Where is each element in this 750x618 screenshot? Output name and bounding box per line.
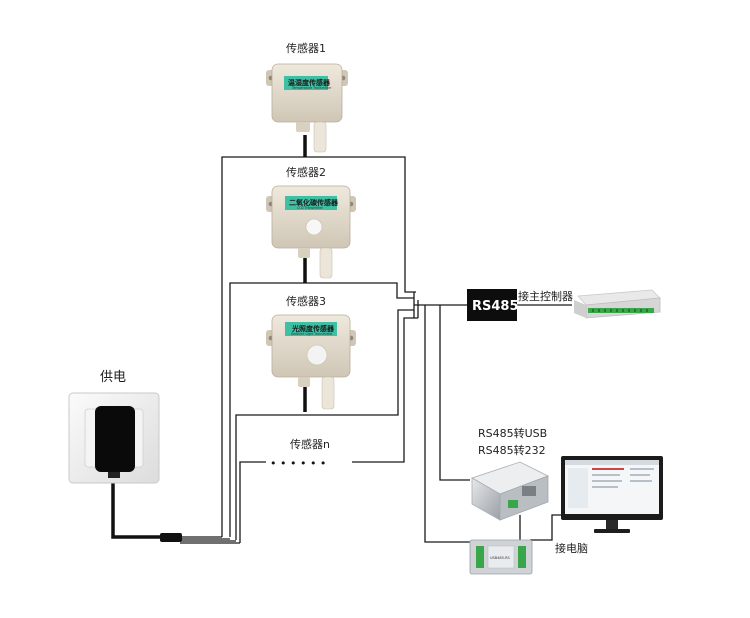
sensor-3-label: 传感器3 bbox=[286, 295, 326, 308]
light-dome-icon bbox=[306, 344, 328, 366]
rs485-bus: RS485 bbox=[467, 289, 519, 321]
sensor-1-tag bbox=[284, 76, 328, 90]
ellipsis: • • • • • • bbox=[270, 457, 326, 470]
rs485-box bbox=[467, 289, 517, 321]
svg-text:Ambient Light Transmitter: Ambient Light Transmitter bbox=[291, 332, 333, 336]
sensor-n-label: 传感器n bbox=[290, 438, 330, 451]
svg-text:USB485-RS: USB485-RS bbox=[490, 556, 511, 560]
sensor-1-label: 传感器1 bbox=[286, 42, 326, 55]
sensor-1: 传感器1 温湿度传感器 Temperature Transmitter bbox=[266, 42, 348, 153]
sensor-2-tag-text: 二氧化碳传感器 bbox=[289, 198, 339, 207]
power-supply: 供电 bbox=[68, 370, 160, 484]
power-label: 供电 bbox=[100, 370, 126, 385]
sensor-2-tag bbox=[285, 196, 337, 210]
rs485-label: RS485 bbox=[472, 299, 519, 314]
sensor-1-probe bbox=[313, 121, 327, 153]
sensor-2: 传感器2 二氧化碳传感器 CO2 Transmitter bbox=[266, 166, 356, 279]
computer: 接电脑 bbox=[555, 456, 663, 555]
controller-label: 接主控制器 bbox=[518, 289, 573, 303]
sensor-n: 传感器n • • • • • • bbox=[266, 438, 352, 470]
sensor-3: 传感器3 光照度传感器 Ambient Light Transmitter bbox=[266, 295, 356, 410]
controller-terminals bbox=[588, 308, 654, 313]
svg-text:CO2 Transmitter: CO2 Transmitter bbox=[297, 206, 324, 210]
sensor-2-window bbox=[305, 218, 323, 236]
main-controller: 接主控制器 bbox=[518, 289, 661, 319]
sensor-2-label: 传感器2 bbox=[286, 166, 326, 179]
svg-text:Temperature Transmitter: Temperature Transmitter bbox=[291, 86, 332, 90]
converter-label-232: RS485转232 bbox=[478, 443, 546, 457]
sensor-3-tag-text: 光照度传感器 bbox=[291, 324, 335, 333]
computer-label: 接电脑 bbox=[555, 542, 588, 555]
db9-port-icon bbox=[522, 486, 536, 496]
sensor-3-tag bbox=[285, 322, 337, 336]
terminal-block bbox=[508, 500, 518, 508]
sensor-1-tag-text: 温湿度传感器 bbox=[288, 78, 331, 87]
converter: RS485转USB RS485转232 USB485-RS bbox=[469, 426, 549, 575]
converter-label-usb: RS485转USB bbox=[478, 426, 547, 440]
power-adapter bbox=[95, 406, 135, 472]
